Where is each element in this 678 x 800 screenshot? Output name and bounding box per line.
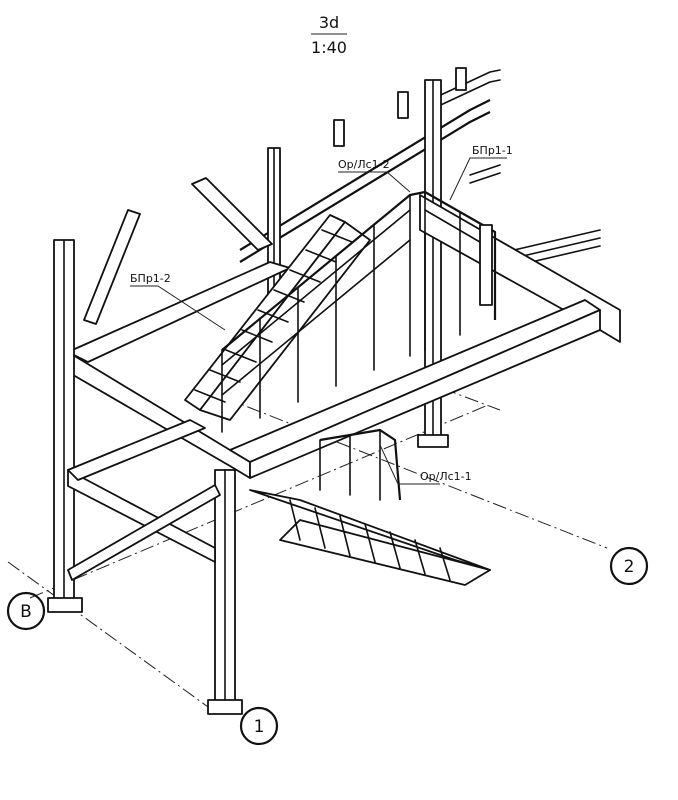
axis-line-2-upper — [419, 379, 501, 411]
stair-step — [209, 369, 241, 383]
axis-line-v-bottom — [7, 561, 216, 713]
railing-panel — [479, 224, 493, 306]
runway-line — [469, 172, 501, 184]
left-diagonal-brace — [83, 209, 141, 325]
callout-label: Ор/Лс1-1 — [420, 470, 472, 483]
axis-line-2 — [224, 397, 608, 549]
leader-line — [449, 157, 507, 201]
stair-step — [389, 531, 401, 569]
base-plate — [47, 597, 83, 613]
stub-post — [455, 67, 467, 91]
handrail-low — [221, 239, 411, 396]
platform-right-beam — [419, 194, 621, 343]
platform-rail-top — [424, 191, 497, 320]
axis-bubble-v: В — [6, 591, 46, 631]
axis-bubble-2: 2 — [609, 546, 649, 586]
rear-upper-rail-2 — [429, 79, 501, 111]
upper-stair — [184, 190, 497, 433]
lower-beam-left — [67, 469, 216, 563]
base-plate — [207, 699, 243, 715]
stair-step — [194, 389, 226, 403]
leader-line — [379, 444, 440, 485]
stair-step — [321, 229, 353, 243]
axis-bubble-circle — [239, 706, 279, 746]
rear-top-beam-flange — [239, 111, 491, 263]
front-frame — [47, 239, 243, 715]
axis-label-2: 2 — [624, 557, 635, 577]
stair-step — [225, 349, 257, 363]
stair-step — [339, 515, 351, 557]
axis-label-1: 1 — [254, 717, 265, 737]
platform-rail-mid — [424, 209, 486, 246]
stair-step — [439, 547, 451, 581]
axis-line-v — [29, 404, 489, 599]
grid-axes — [7, 379, 608, 713]
stair-step — [257, 309, 289, 323]
rear-upper-rail — [429, 69, 501, 101]
leader-line — [130, 285, 226, 331]
callout-label: БПр1-1 — [472, 144, 513, 157]
axis-label-v: В — [20, 602, 32, 622]
stair-step — [314, 507, 326, 549]
callout-orlc1-1: Ор/Лс1-1 — [379, 444, 472, 485]
stair-railing — [221, 190, 426, 433]
stair-step — [364, 523, 376, 563]
callout-bpr1-2: БПр1-2 — [130, 272, 226, 331]
callout-orlc1-2: Ор/Лс1-2 — [338, 158, 411, 193]
base-plate — [417, 434, 449, 448]
callout-label: БПр1-2 — [130, 272, 171, 285]
axis-bubble-1: 1 — [239, 706, 279, 746]
leader-line — [338, 171, 411, 193]
runway-line — [469, 164, 501, 176]
view-title: 3d — [319, 13, 339, 32]
stair-step — [414, 539, 426, 575]
view-scale: 1:40 — [311, 38, 347, 57]
view-header: 3d 1:40 — [311, 13, 347, 57]
lower-stair — [249, 428, 491, 586]
axis-bubble-circle — [6, 591, 46, 631]
callout-label: Ор/Лс1-2 — [338, 158, 390, 171]
lower-brace — [67, 484, 221, 581]
stub-post — [397, 91, 409, 119]
stair-step — [289, 269, 321, 283]
platform-railing — [424, 191, 497, 351]
rear-top-beam — [239, 99, 491, 251]
handrail-mid — [221, 209, 411, 366]
lower-beam-rear — [67, 419, 206, 481]
callout-bpr1-1: БПр1-1 — [449, 144, 513, 201]
stair-step — [289, 499, 301, 541]
stub-post — [333, 119, 345, 147]
lower-railing — [319, 428, 402, 501]
lower-stair-stringer-bottom — [279, 519, 491, 586]
lower-stair-steps — [289, 499, 451, 581]
axis-bubble-circle — [609, 546, 649, 586]
diagonal-brace — [191, 177, 273, 251]
